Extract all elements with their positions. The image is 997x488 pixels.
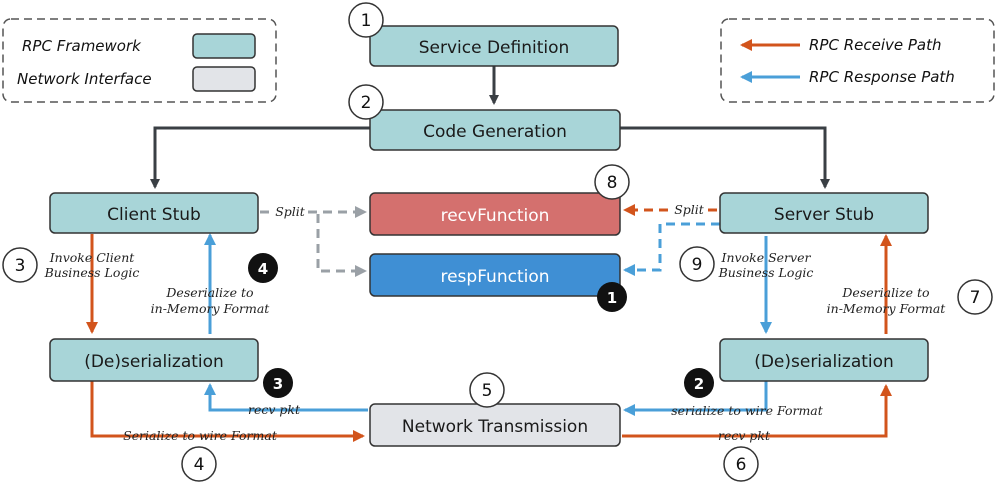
- split-right-label: Split: [674, 202, 705, 217]
- legend-response-label: RPC Response Path: [809, 68, 955, 86]
- client-stub-box: Client Stub: [49, 192, 259, 234]
- svg-text:5: 5: [482, 381, 493, 401]
- invoke-client-label-2: Business Logic: [44, 265, 140, 280]
- svg-text:Network Transmission: Network Transmission: [402, 417, 588, 437]
- response-step-circles: 1 2 3 4: [248, 253, 714, 398]
- svg-text:8: 8: [607, 173, 618, 193]
- legend-network-interface-label: Network Interface: [17, 70, 152, 88]
- deser-right-label-1: Deserialize to: [841, 285, 929, 300]
- svg-text:Code Generation: Code Generation: [423, 122, 567, 142]
- network-transmission-box: Network Transmission: [369, 403, 621, 447]
- svg-text:7: 7: [970, 288, 981, 308]
- deser-right-label-2: in-Memory Format: [827, 301, 947, 316]
- legend-network-interface-swatch: [192, 66, 256, 92]
- resp-function-box: respFunction: [369, 253, 621, 297]
- svg-text:1: 1: [607, 289, 617, 307]
- invoke-server-label-2: Business Logic: [718, 265, 814, 280]
- svg-text:4: 4: [258, 260, 268, 278]
- recv-pkt-right-label: recv pkt: [718, 428, 771, 443]
- codegen-arrows: [150, 66, 830, 189]
- step-7-deser: 7: [957, 279, 993, 315]
- step-2-codegen: 2: [348, 84, 384, 120]
- step-9-invoke-server: 9: [679, 246, 715, 282]
- svg-text:(De)serialization: (De)serialization: [754, 352, 894, 372]
- svg-text:9: 9: [692, 255, 703, 275]
- step-3-invoke-client: 3: [2, 247, 38, 283]
- svg-text:6: 6: [736, 455, 747, 475]
- invoke-client-label-1: Invoke Client: [49, 250, 136, 265]
- legend-left: RPC Framework Network Interface: [2, 18, 277, 103]
- legend-rpc-framework-label: RPC Framework: [22, 37, 142, 55]
- serialize-right-label: serialize to wire Format: [671, 403, 824, 418]
- deser-left-label-2: in-Memory Format: [151, 301, 271, 316]
- svg-text:Client Stub: Client Stub: [107, 205, 201, 225]
- resp-step-1: 1: [597, 282, 627, 312]
- split-left-label: Split: [275, 204, 306, 219]
- serialize-left-label: Serialize to wire Format: [123, 428, 278, 443]
- server-stub-box: Server Stub: [719, 192, 929, 234]
- resp-step-2: 2: [684, 368, 714, 398]
- svg-text:3: 3: [273, 375, 283, 393]
- recv-pkt-left-label: recv pkt: [248, 402, 301, 417]
- resp-step-4: 4: [248, 253, 278, 283]
- service-definition-box: Service Definition: [369, 25, 619, 67]
- code-generation-box: Code Generation: [369, 109, 621, 151]
- svg-text:2: 2: [361, 93, 372, 113]
- svg-text:recvFunction: recvFunction: [441, 206, 550, 226]
- legend-receive-label: RPC Receive Path: [809, 36, 942, 54]
- svg-text:2: 2: [694, 375, 704, 393]
- annotations: Split Split Invoke Client Business Logic…: [44, 202, 947, 443]
- svg-text:respFunction: respFunction: [440, 267, 549, 287]
- svg-text:Service Definition: Service Definition: [419, 38, 570, 58]
- recv-function-box: recvFunction: [369, 192, 621, 236]
- deser-left-label-1: Deserialize to: [165, 285, 253, 300]
- legend-right: RPC Receive Path RPC Response Path: [720, 18, 995, 103]
- server-response-dashed: [623, 222, 720, 276]
- client-paths: [86, 233, 368, 442]
- client-deserialization-box: (De)serialization: [49, 338, 259, 382]
- server-paths: [622, 234, 892, 438]
- invoke-server-label-1: Invoke Server: [721, 250, 812, 265]
- svg-text:3: 3: [15, 256, 26, 276]
- step-circles: 1 2 3 4 5 6 7 8: [2, 2, 993, 482]
- svg-text:4: 4: [194, 455, 205, 475]
- resp-step-3: 3: [263, 368, 293, 398]
- split-arrows: [260, 206, 367, 277]
- step-5-network: 5: [469, 372, 505, 408]
- server-deserialization-box: (De)serialization: [719, 338, 929, 382]
- step-1-service: 1: [348, 2, 384, 38]
- step-6-recv: 6: [723, 446, 759, 482]
- legend-rpc-framework-swatch: [192, 33, 256, 59]
- svg-text:1: 1: [361, 11, 372, 31]
- svg-text:(De)serialization: (De)serialization: [84, 352, 224, 372]
- step-8-recv-function: 8: [594, 164, 630, 200]
- step-4-serialize: 4: [181, 446, 217, 482]
- svg-text:Server Stub: Server Stub: [774, 205, 874, 225]
